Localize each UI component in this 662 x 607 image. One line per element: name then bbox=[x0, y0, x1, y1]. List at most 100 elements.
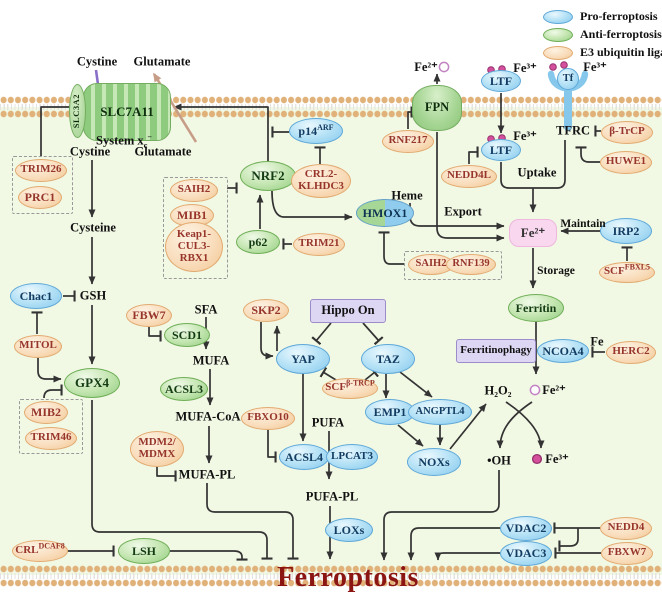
fe-ion-dot-icon bbox=[549, 63, 557, 71]
mufa-coa-label: MUFA-CoA bbox=[175, 409, 241, 424]
angptl4-label: ANGPTL4 bbox=[415, 406, 465, 418]
lsh-label: LSH bbox=[131, 543, 156, 558]
vdac2-label: VDAC2 bbox=[505, 520, 547, 535]
ltf-low: LTF bbox=[481, 139, 521, 161]
fpn: FPN bbox=[412, 85, 462, 131]
prc1: PRC1 bbox=[18, 185, 62, 209]
huwe1: HUWE1 bbox=[600, 150, 652, 174]
p14arf: p14ARF bbox=[289, 118, 343, 144]
mibbox-inhibits-gpx4 bbox=[43, 384, 63, 399]
keap1-cul3-rbx1: Keap1-CUL3-RBX1 bbox=[165, 222, 223, 272]
trim46: TRIM46 bbox=[25, 426, 77, 450]
fpn-label: FPN bbox=[424, 100, 450, 115]
crl-dcaf8-label: CRL bbox=[15, 544, 39, 557]
cystine-top-label: Cystine bbox=[76, 54, 118, 69]
oh-radical-label: •OH bbox=[487, 453, 511, 468]
lipid-heads-row bbox=[0, 565, 662, 573]
fbxo10-label: FBXO10 bbox=[247, 411, 289, 424]
fpn-export-line bbox=[436, 132, 505, 242]
export-label: Export bbox=[444, 204, 482, 219]
trim26-label: TRIM26 bbox=[20, 163, 62, 176]
noxs: NOXs bbox=[407, 448, 461, 476]
ncoa4-label: NCOA4 bbox=[542, 343, 584, 358]
b-trcp-label: β-TrCP bbox=[609, 125, 645, 138]
fenton-h2o2-to-fe3 bbox=[505, 401, 545, 449]
prc1-label: PRC1 bbox=[24, 189, 56, 204]
tfrc-label: TFRC bbox=[555, 123, 591, 138]
fe2-pool: Fe²⁺ bbox=[509, 219, 557, 247]
saih2-a-label: SAIH2 bbox=[177, 183, 211, 196]
glutamate-in-label: Glutamate bbox=[134, 144, 192, 159]
taz-activates-angptl4 bbox=[399, 371, 433, 398]
heme-label: Heme bbox=[391, 188, 423, 203]
saih2-b-label: SAIH2 bbox=[415, 258, 447, 270]
hippo-on: Hippo On bbox=[310, 299, 386, 323]
vdac3-drives-ferroptosis bbox=[434, 552, 500, 561]
fe3-tf-label: Fe³⁺ bbox=[583, 60, 607, 74]
lipid-tails bbox=[0, 103, 662, 110]
nedd4l-label: NEDD4L bbox=[446, 169, 491, 182]
plasma-membrane-bottom bbox=[0, 565, 662, 587]
mib1-label: MIB1 bbox=[177, 207, 207, 222]
scf-fbxl5-label: SCF bbox=[603, 265, 625, 278]
rnf217: RNF217 bbox=[382, 129, 434, 153]
vdac2: VDAC2 bbox=[500, 515, 552, 541]
saihbox-inhibits-hmox1 bbox=[378, 231, 404, 265]
yap: YAP bbox=[276, 344, 330, 374]
fe-ion-open-icon bbox=[529, 384, 541, 396]
mufa-pl-label: MUFA-PL bbox=[178, 467, 236, 482]
trim46-label: TRIM46 bbox=[30, 431, 72, 444]
vdac3-label: VDAC3 bbox=[505, 545, 547, 560]
hippo-inhibits-yap bbox=[311, 322, 332, 345]
mitol: MITOL bbox=[14, 334, 62, 358]
huwe1-inhibits-tfrc bbox=[575, 146, 600, 163]
herc2-label: HERC2 bbox=[612, 345, 650, 358]
slc7a11-label: SLC7A11 bbox=[100, 103, 154, 119]
slc3a2: SLC3A2 bbox=[68, 84, 86, 138]
mdm2-mdmx: MDM2/MDMX bbox=[130, 431, 184, 467]
keap-box bbox=[163, 177, 228, 279]
trim26-prc1-box bbox=[12, 156, 73, 214]
mufapl-inhibits-ferroptosis bbox=[206, 483, 299, 560]
scfbtrcp-inhibits-taz bbox=[364, 367, 379, 381]
huwe1-label: HUWE1 bbox=[605, 155, 647, 168]
gpx4: GPX4 bbox=[64, 368, 120, 398]
maintain-label: Maintain bbox=[560, 218, 606, 230]
fbxo10: FBXO10 bbox=[241, 406, 295, 430]
plasma-membrane-top bbox=[0, 96, 662, 118]
fenton-fe3-label: Fe³⁺ bbox=[545, 452, 569, 466]
skp2: SKP2 bbox=[243, 298, 289, 322]
fe2-pool-label: Fe²⁺ bbox=[520, 224, 546, 240]
legend-orange-oval-icon bbox=[543, 45, 573, 60]
yap-label: YAP bbox=[291, 351, 315, 366]
lipid-tails bbox=[0, 572, 662, 579]
fbxo10-inhibits-acsl4 bbox=[267, 430, 277, 463]
fbxw7: FBXW7 bbox=[601, 541, 653, 565]
fbw7-label: FBW7 bbox=[132, 307, 166, 322]
ferritin-label: Ferritin bbox=[515, 300, 557, 315]
gpx4-inhibits-ferroptosis bbox=[91, 400, 273, 560]
taz: TAZ bbox=[361, 344, 415, 374]
p14arf-label: p14 bbox=[298, 123, 318, 138]
irp2-label: IRP2 bbox=[612, 223, 640, 238]
sfa-label: SFA bbox=[194, 302, 218, 317]
tf: Tf bbox=[557, 68, 579, 90]
pufa-pl-label: PUFA-PL bbox=[305, 489, 359, 504]
mdm2-mdmx-label: MDM2/ bbox=[138, 436, 176, 449]
skp2-activates-yap bbox=[260, 322, 274, 360]
chac1-label: Chac1 bbox=[19, 288, 53, 303]
mitol-activates-gpx4 bbox=[37, 358, 62, 383]
mib2: MIB2 bbox=[24, 400, 68, 424]
nedd4l-inhibits-ltf bbox=[468, 146, 479, 164]
system-xc-label: System xc− bbox=[96, 132, 152, 150]
legend-green-oval-icon bbox=[543, 27, 573, 42]
ferritin: Ferritin bbox=[508, 294, 564, 322]
hmox1-label: HMOX1 bbox=[362, 205, 408, 220]
lipid-heads-row bbox=[0, 110, 662, 118]
nrf2-activates-hmox1 bbox=[271, 190, 353, 221]
rnf217-inhibits-fpn bbox=[407, 106, 413, 129]
storage-label: Storage bbox=[537, 265, 575, 277]
trim21-label: TRIM21 bbox=[298, 237, 340, 250]
lsh: LSH bbox=[118, 538, 170, 564]
